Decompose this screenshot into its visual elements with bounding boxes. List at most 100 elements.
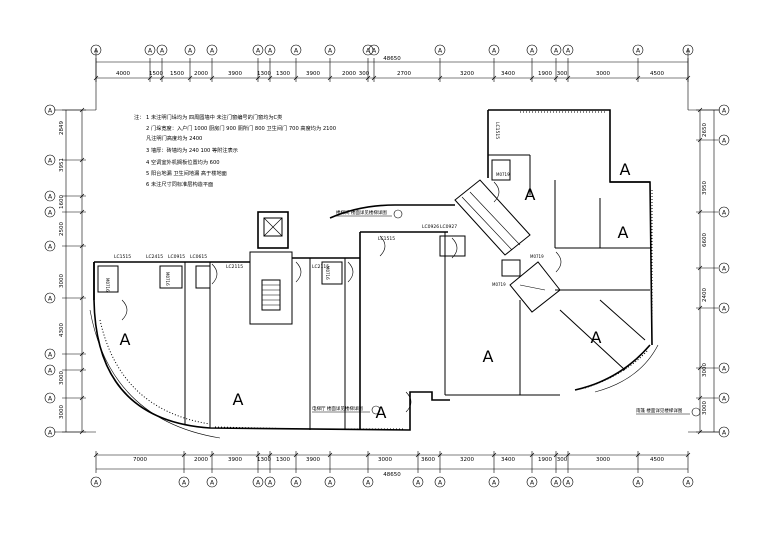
axis-bubble-label: A <box>366 48 371 55</box>
room-letter: A <box>620 160 631 179</box>
axis-bubble-label: A <box>438 48 443 55</box>
dim-bottom: 2000 <box>194 457 208 463</box>
axis-bubble-label: A <box>48 210 53 217</box>
dim-bottom: 1300 <box>257 457 271 463</box>
axis-bubble-label: A <box>530 480 535 487</box>
axis-bubble <box>44 154 56 166</box>
dim-left: 2500 <box>59 222 65 236</box>
dims-right-text: 2650 3950 6600 2400 3000 3000 <box>702 123 708 415</box>
axis-bubble-label: A <box>686 480 691 487</box>
axis-bubble-label: A <box>328 480 333 487</box>
grid-extension-lines <box>54 50 720 433</box>
dim-left: 3000 <box>59 405 65 419</box>
dim-top: 2000 <box>342 71 356 77</box>
axis-bubble <box>324 476 336 488</box>
axis-bubble-label: A <box>160 48 165 55</box>
dim-left: 3000 <box>59 274 65 288</box>
leader-lines <box>89 309 659 439</box>
notes-prefix: 注： <box>134 113 144 121</box>
axis-bubble <box>362 476 374 488</box>
axis-bubble-label: A <box>294 48 299 55</box>
axis-bubble-label: A <box>722 306 727 313</box>
dim-top: 3400 <box>501 71 515 77</box>
axis-bubble-label: A <box>438 480 443 487</box>
axis-bubble <box>44 364 56 376</box>
axis-bubble-label: A <box>256 480 261 487</box>
room-letter: A <box>120 330 131 349</box>
axis-bubble-label: A <box>492 480 497 487</box>
axis-bubble-label: A <box>188 48 193 55</box>
building-walls <box>93 109 653 431</box>
axis-bubble-label: A <box>722 430 727 437</box>
axis-bubble <box>488 44 500 56</box>
axis-bubble <box>184 44 196 56</box>
axis-bubble-label: A <box>722 396 727 403</box>
door-label: M0716 <box>105 278 110 292</box>
axis-bubble-label: A <box>48 244 53 251</box>
callout-lobby: 电梯厅 楼面详见楼梯详图 <box>312 405 363 412</box>
note-line: 5 阳台地漏 卫生间地漏 高于楼地面 <box>146 169 227 177</box>
axis-bubble <box>44 206 56 218</box>
note-line: 1 未注明门垛均为 四周圆墙中 未注门窗编号的门窗均为C类 <box>146 113 282 121</box>
dim-bottom: 3400 <box>501 457 515 463</box>
axis-bubble <box>206 476 218 488</box>
axis-bubble <box>290 44 302 56</box>
dim-top: 1300 <box>276 71 290 77</box>
dim-total-bottom: 48650 <box>383 472 401 478</box>
axis-bubble <box>156 44 168 56</box>
door-label: M0719 <box>530 254 544 259</box>
axis-bubble <box>368 44 380 56</box>
axis-bubble <box>718 392 730 404</box>
axis-bubble <box>412 476 424 488</box>
dim-bottom: 3000 <box>378 457 392 463</box>
axis-bubble-label: A <box>294 480 299 487</box>
door-labels: M0716 M0716 M0716 M0719 M0719 M0719 <box>105 172 544 292</box>
axis-bubble-label: A <box>48 396 53 403</box>
dim-bottom: 1900 <box>538 457 552 463</box>
axis-bubble <box>718 302 730 314</box>
note-line: 4 空调室外机搁板位置均为 600 <box>146 158 220 166</box>
note-line: 2 门垛宽度：入户门 1000 厨房门 900 厕所门 800 卫生间门 700… <box>146 124 336 132</box>
axis-bubble-label: A <box>182 480 187 487</box>
dim-right: 3950 <box>702 181 708 195</box>
axis-bubble <box>44 392 56 404</box>
axis-bubble-label: A <box>686 48 691 55</box>
axis-bubble <box>362 44 374 56</box>
axis-bubble-label: A <box>372 48 377 55</box>
dim-top: 2700 <box>397 71 411 77</box>
dim-top: 1900 <box>538 71 552 77</box>
dim-right: 2400 <box>702 288 708 302</box>
axis-bubble <box>550 44 562 56</box>
dim-top: 3000 <box>596 71 610 77</box>
axis-bubble-label: A <box>48 352 53 359</box>
axis-bubble <box>434 476 446 488</box>
axis-bubble-label: A <box>148 48 153 55</box>
axis-bubble-label: A <box>492 48 497 55</box>
axis-bubble <box>718 262 730 274</box>
dimension-ticks <box>62 58 718 473</box>
axis-bubble <box>44 292 56 304</box>
axis-bubble-label: A <box>554 480 559 487</box>
dim-left: 4300 <box>59 323 65 337</box>
axis-bubble <box>632 44 644 56</box>
axis-bubble-label: A <box>48 158 53 165</box>
window-label: LC0926 <box>422 224 439 230</box>
dim-top: 1500 <box>170 71 184 77</box>
door-label: M0719 <box>496 172 510 177</box>
window-label: LC1515 <box>114 254 131 260</box>
window-label: LC1515 <box>378 236 395 242</box>
dims-top-text: 48650 4000 1500 1500 2000 3900 1300 1300… <box>116 56 664 77</box>
note-line: 6 未注尺寸同标准层构造平面 <box>146 180 213 188</box>
door-label: M0716 <box>165 272 170 286</box>
axis-bubble-label: A <box>268 480 273 487</box>
window-label: LC2115 <box>226 264 243 270</box>
axis-bubble-label: A <box>636 48 641 55</box>
axis-bubble <box>264 476 276 488</box>
axis-bubble-label: A <box>722 108 727 115</box>
window-label: LC2115 <box>312 264 329 270</box>
dim-bottom: 300 <box>557 457 568 463</box>
room-letter: A <box>618 223 629 242</box>
